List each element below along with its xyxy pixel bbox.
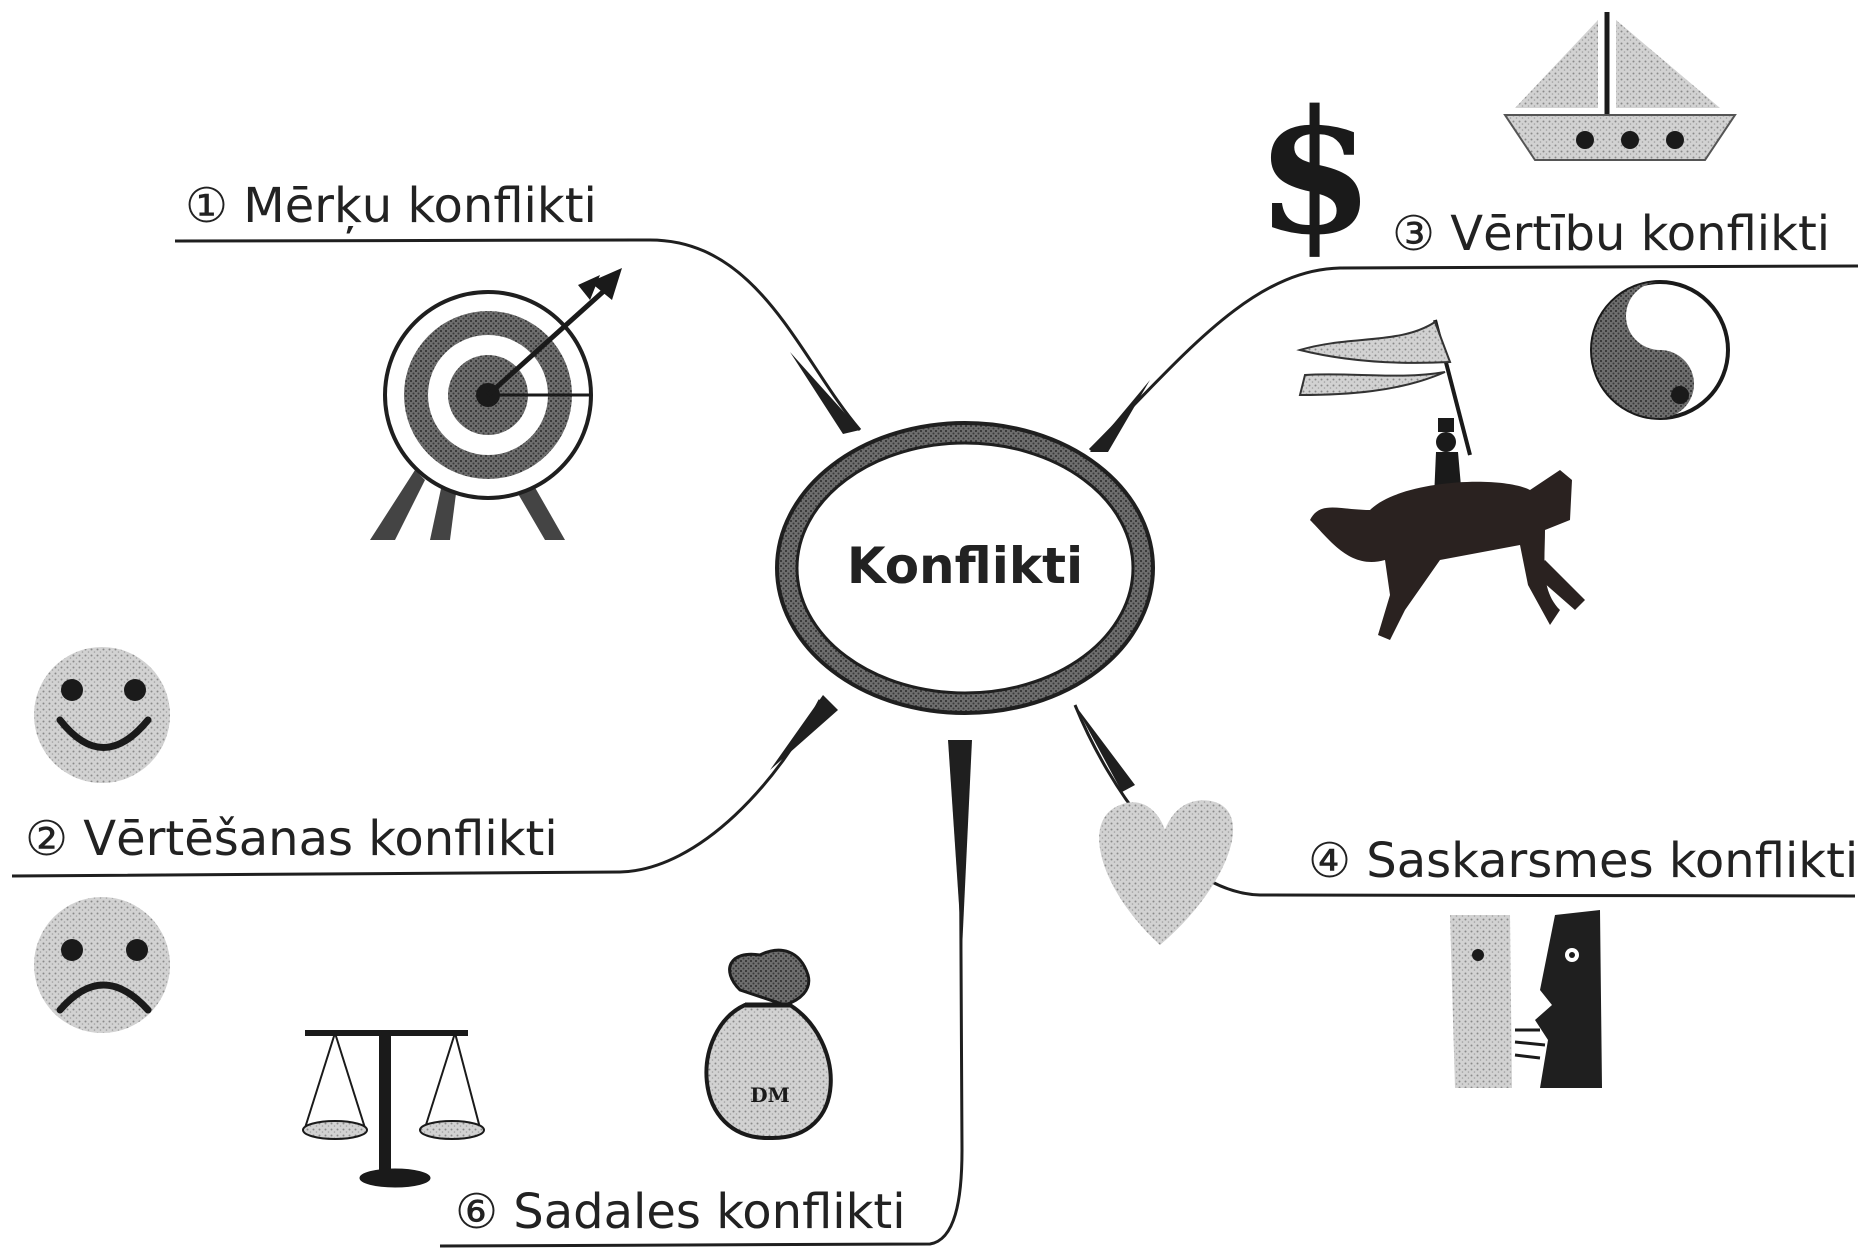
branch-label-3: ③ Vērtību konflikti [1392,206,1830,262]
target-icon [370,268,622,540]
center-node [775,421,1155,715]
branch-line-1 [174,238,862,431]
happy-face-icon [34,647,170,783]
sad-face-icon [34,897,170,1033]
horse-rider-icon [1296,319,1585,640]
branch-taper-1 [790,352,860,434]
branch-label-1: ① Mērķu konflikti [185,178,597,234]
branch-taper-6 [948,740,972,950]
branch-line-6 [439,759,964,1248]
scales-icon [302,1030,485,1188]
sailboat-icon [1503,12,1737,161]
branch-taper-2 [770,695,838,770]
branch-taper-4 [1075,705,1135,792]
dollar-icon: $ [1256,73,1374,273]
branch-label-4: ④ Saskarsmes konflikti [1308,833,1858,889]
branch-lines [11,238,1859,1248]
center-title: Konflikti [847,537,1083,595]
branch-taper-3 [1090,380,1150,452]
money-bag-label: DM [750,1083,789,1107]
money-bag-icon: DM [704,948,833,1141]
heart-icon [1099,800,1234,945]
yin-yang-icon [1590,280,1730,420]
two-faces-icon [1450,910,1602,1088]
branch-label-2: ② Vērtēšanas konflikti [25,811,558,867]
branch-label-6: ⑥ Sadales konflikti [455,1184,906,1240]
center-ellipse-inner [795,441,1135,695]
branch-line-3 [1088,264,1859,452]
